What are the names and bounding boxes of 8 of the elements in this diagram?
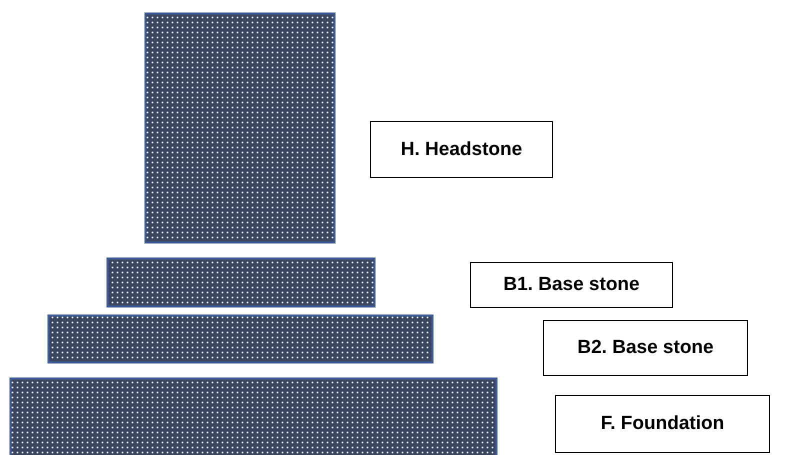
- label-box: [543, 320, 748, 376]
- label-box: [555, 395, 770, 453]
- part-label: B1. Base stone: [503, 274, 640, 296]
- part-label: F. Foundation: [600, 413, 724, 435]
- part-label: B2. Base stone: [577, 337, 714, 359]
- label-box: [470, 262, 673, 308]
- label-box: [370, 121, 553, 178]
- part-label: H. Headstone: [400, 138, 522, 160]
